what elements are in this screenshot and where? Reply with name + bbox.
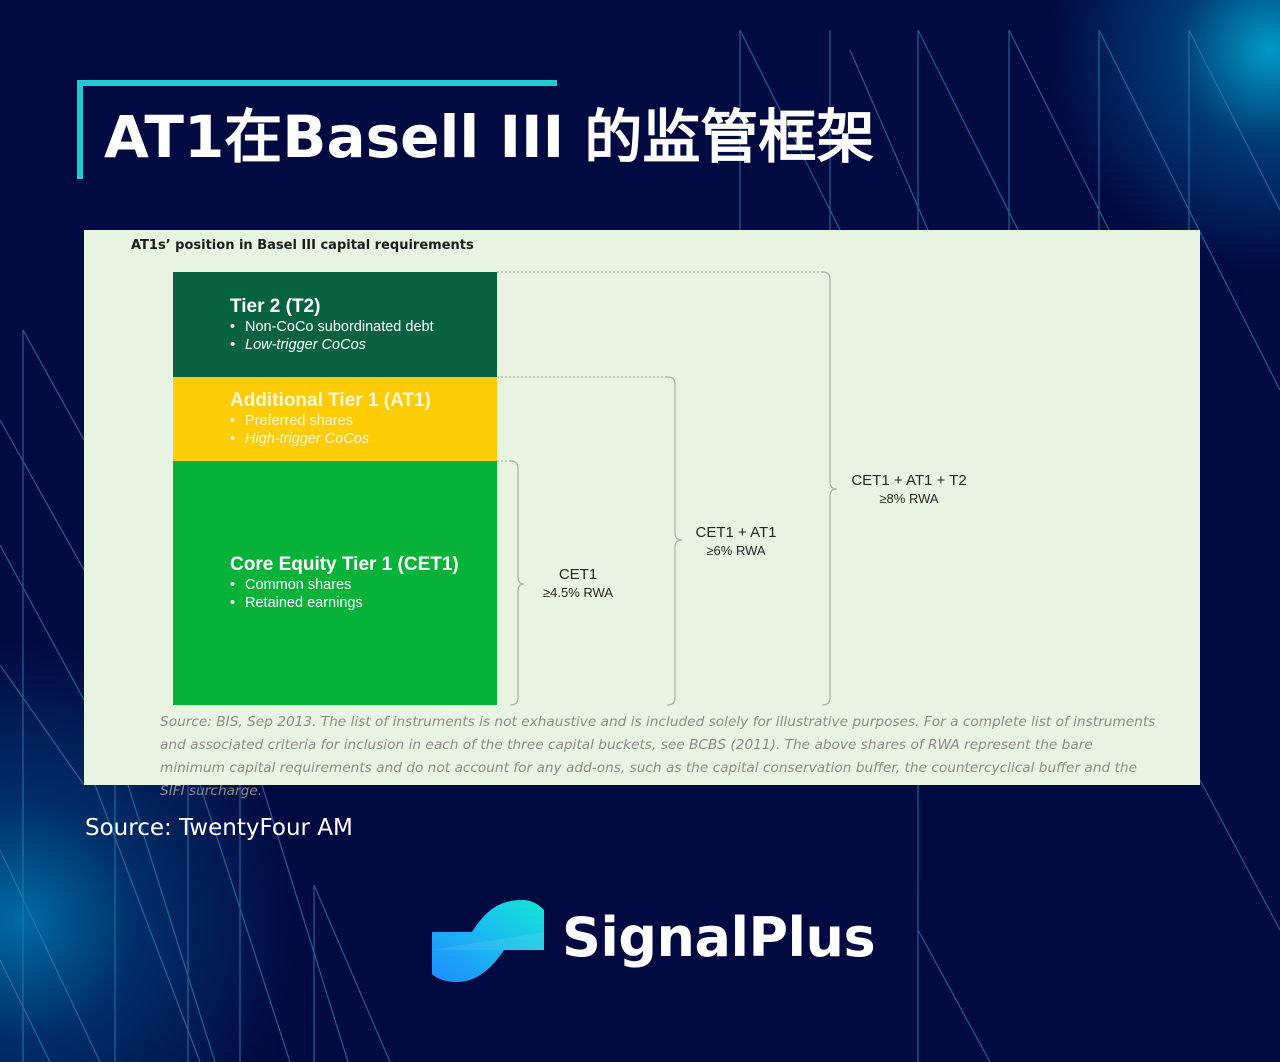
brand-name: SignalPlus: [562, 906, 876, 969]
tier-instrument: Common shares: [230, 576, 459, 594]
tier-instrument: Non-CoCo subordinated debt: [230, 318, 434, 336]
tier-instrument-list: Preferred shares High-trigger CoCos: [230, 412, 431, 448]
brand-lockup: SignalPlus: [432, 898, 876, 982]
capital-requirements-figure: AT1s’ position in Basel III capital requ…: [84, 230, 1200, 799]
requirement-label-cet1-at1-t2: CET1 + AT1 + T2 ≥8% RWA: [839, 471, 979, 507]
tier-name: Core Equity Tier 1 (CET1): [230, 554, 459, 575]
requirement-value: ≥8% RWA: [879, 491, 939, 506]
tier-instrument-list: Non-CoCo subordinated debt Low-trigger C…: [230, 318, 434, 354]
page-title: AT1在Basell III 的监管框架: [104, 103, 875, 171]
tier-block-at1: Additional Tier 1 (AT1) Preferred shares…: [173, 377, 497, 461]
tier-instrument: Low-trigger CoCos: [230, 336, 434, 354]
tier-name: Tier 2 (T2): [230, 296, 321, 317]
tier-block-cet1: Core Equity Tier 1 (CET1) Common shares …: [173, 461, 497, 705]
figure-source-note: Source: BIS, Sep 2013. The list of instr…: [160, 714, 1156, 799]
tier-block-t2: Tier 2 (T2) Non-CoCo subordinated debt L…: [173, 272, 497, 377]
source-caption: Source: TwentyFour AM: [85, 815, 353, 841]
figure-title: AT1s’ position in Basel III capital requ…: [131, 238, 474, 253]
requirement-name: CET1 + AT1: [695, 524, 777, 541]
tier-instrument: High-trigger CoCos: [230, 430, 431, 448]
title-accent-bracket: [77, 80, 557, 179]
tier-instrument: Preferred shares: [230, 412, 431, 430]
signalplus-logo-icon: [432, 900, 544, 982]
requirement-brackets: [497, 271, 838, 706]
requirement-value: ≥6% RWA: [706, 543, 766, 558]
tier-instrument-list: Common shares Retained earnings: [230, 576, 459, 612]
requirement-value: ≥4.5% RWA: [543, 585, 613, 600]
tier-instrument: Retained earnings: [230, 594, 459, 612]
requirement-label-cet1: CET1 ≥4.5% RWA: [528, 565, 628, 601]
requirement-label-cet1-at1: CET1 + AT1 ≥6% RWA: [681, 523, 791, 559]
requirement-name: CET1 + AT1 + T2: [851, 472, 967, 489]
requirement-name: CET1: [558, 566, 598, 583]
tier-name: Additional Tier 1 (AT1): [230, 390, 431, 411]
